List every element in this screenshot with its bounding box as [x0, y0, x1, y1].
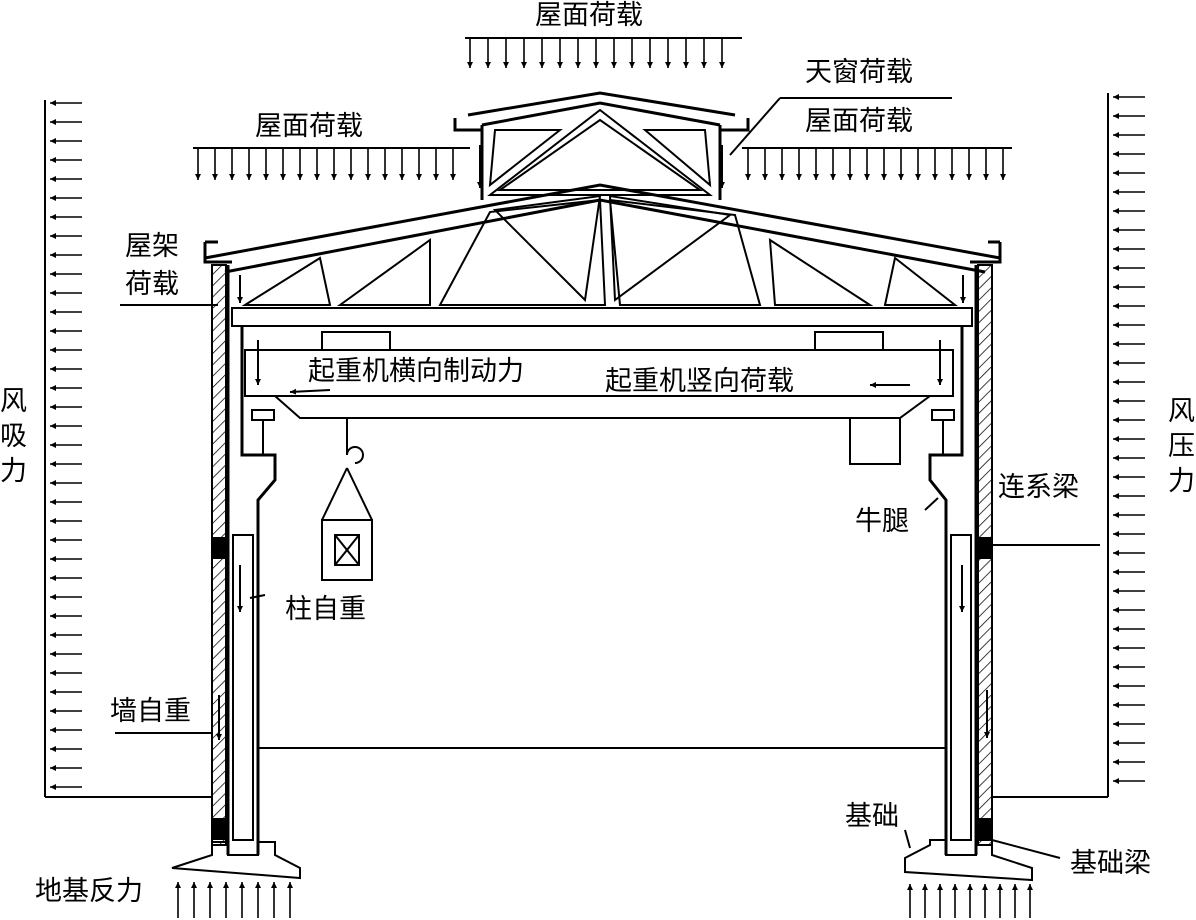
roof-truss: [203, 91, 1002, 327]
wind-pressure-arrows: [1113, 94, 1145, 784]
leader-lines: [115, 97, 1100, 859]
wind-pressure-label-3: 力: [1168, 466, 1195, 497]
ground-reaction-label: 地基反力: [35, 876, 143, 907]
roof-load-label-right: 屋面荷载: [805, 106, 913, 137]
wind-suction-label-1: 风: [0, 386, 27, 417]
wind-suction-label-3: 力: [0, 456, 27, 487]
crane-lateral-brake-label: 起重机横向制动力: [308, 356, 524, 387]
tie-beam-label: 连系梁: [998, 472, 1079, 503]
foundation-label: 基础: [845, 801, 899, 832]
corbel-label: 牛腿: [855, 506, 909, 537]
roof-load-arrows-left: [193, 147, 470, 180]
truss-load-label-1: 屋架: [125, 231, 179, 262]
right-column: [904, 93, 1109, 882]
wind-suction-label-2: 吸: [0, 421, 27, 452]
roof-load-label-left: 屋面荷载: [255, 111, 363, 142]
roof-load-arrows-right: [742, 147, 1012, 180]
wind-pressure-label-1: 风: [1168, 396, 1195, 427]
foundation-beam-label: 基础梁: [1070, 848, 1151, 879]
wall-self-weight-label: 墙自重: [110, 696, 191, 727]
crane-vertical-load-label: 起重机竖向荷载: [605, 366, 794, 397]
ground-reaction-arrows-right: [907, 884, 1033, 918]
roof-load-label-top: 屋面荷载: [535, 0, 643, 31]
roof-load-arrows-top: [465, 37, 742, 68]
truss-load-label-2: 荷载: [125, 269, 179, 300]
ground-reaction-arrows-left: [175, 882, 293, 918]
left-column: [44, 100, 301, 880]
crane-bridge: [244, 331, 955, 581]
column-self-weight-label: 柱自重: [285, 594, 366, 625]
wind-suction-arrows: [50, 100, 82, 790]
skylight-load-label: 天窗荷载: [805, 57, 913, 88]
wind-pressure-label-2: 压: [1168, 431, 1195, 462]
